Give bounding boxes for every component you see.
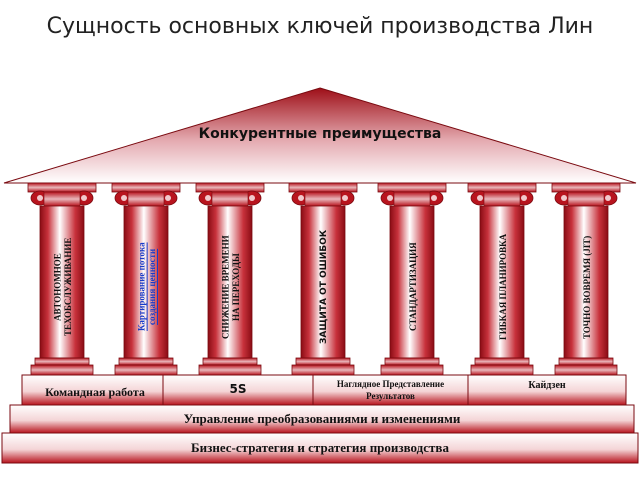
column-label-flexible-layout: ГИБКАЯ ПЛАНИРОВКА <box>497 233 508 341</box>
foundation-change-management: Управление преобразованиями и изменениям… <box>183 411 461 426</box>
column-2 <box>111 182 181 376</box>
foundation-block-teamwork: Командная работа <box>45 385 145 399</box>
foundation-block-visual-results: Наглядное Представление Результатов <box>336 379 445 401</box>
foundation-business-strategy: Бизнес-стратегия и стратегия производств… <box>191 440 449 455</box>
column-3 <box>195 182 265 376</box>
column-5 <box>377 182 447 376</box>
column-1 <box>27 182 97 376</box>
column-6 <box>467 182 537 376</box>
page-title: Сущность основных ключей производства Ли… <box>46 14 594 39</box>
columns-group <box>27 182 621 376</box>
foundation-bottom-tier <box>1 432 639 464</box>
column-label-error-proofing: ЗАЩИТА ОТ ОШИБОК <box>318 229 329 345</box>
roof-label: Конкурентные преимущества <box>198 126 442 142</box>
column-label-standardization: СТАНДАРТИЗАЦИЯ <box>407 242 418 332</box>
foundation-block-kaizen: Кайдзен <box>528 380 566 391</box>
column-label-just-in-time: ТОЧНО ВОВРЕМЯ (JIT) <box>581 235 592 339</box>
column-7 <box>551 182 621 376</box>
foundation-block-5s: 5S <box>229 382 247 396</box>
column-4 <box>288 182 358 376</box>
